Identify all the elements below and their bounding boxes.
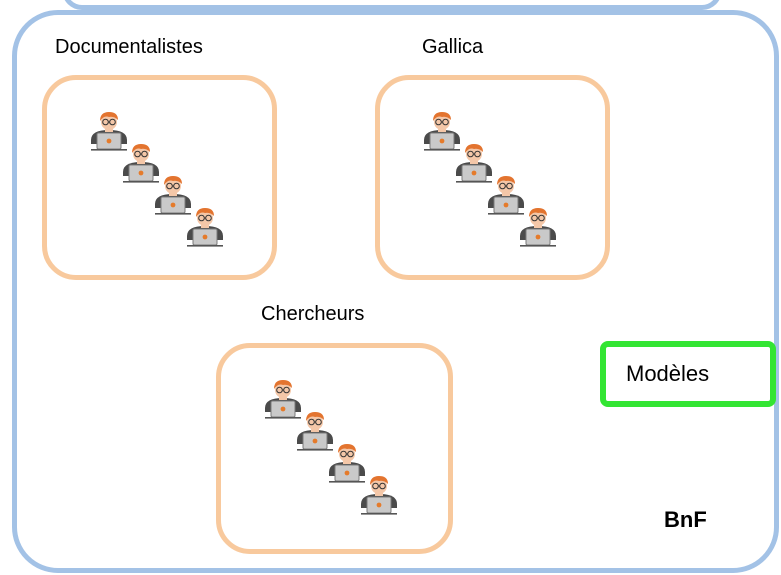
user-laptop-icon — [259, 378, 307, 422]
user-laptop-icon — [323, 442, 371, 486]
group-box-documentalistes — [42, 75, 277, 280]
bnf-container — [12, 10, 779, 573]
user-laptop-icon — [482, 174, 530, 218]
user-laptop-icon — [291, 410, 339, 454]
group-box-gallica — [375, 75, 610, 280]
group-title-documentalistes: Documentalistes — [55, 36, 203, 58]
top-container-edge — [62, 0, 722, 10]
modeles-box: Modèles — [600, 341, 776, 407]
user-laptop-icon — [355, 474, 403, 518]
user-laptop-icon — [117, 142, 165, 186]
user-laptop-icon — [149, 174, 197, 218]
user-laptop-icon — [450, 142, 498, 186]
modeles-label: Modèles — [626, 361, 710, 386]
user-laptop-icon — [418, 110, 466, 154]
user-laptop-icon — [181, 206, 229, 250]
organization-label: BnF — [664, 507, 707, 532]
group-title-chercheurs: Chercheurs — [261, 303, 365, 325]
group-box-chercheurs — [216, 343, 453, 554]
group-title-gallica: Gallica — [422, 36, 484, 58]
user-laptop-icon — [85, 110, 133, 154]
user-laptop-icon — [514, 206, 562, 250]
